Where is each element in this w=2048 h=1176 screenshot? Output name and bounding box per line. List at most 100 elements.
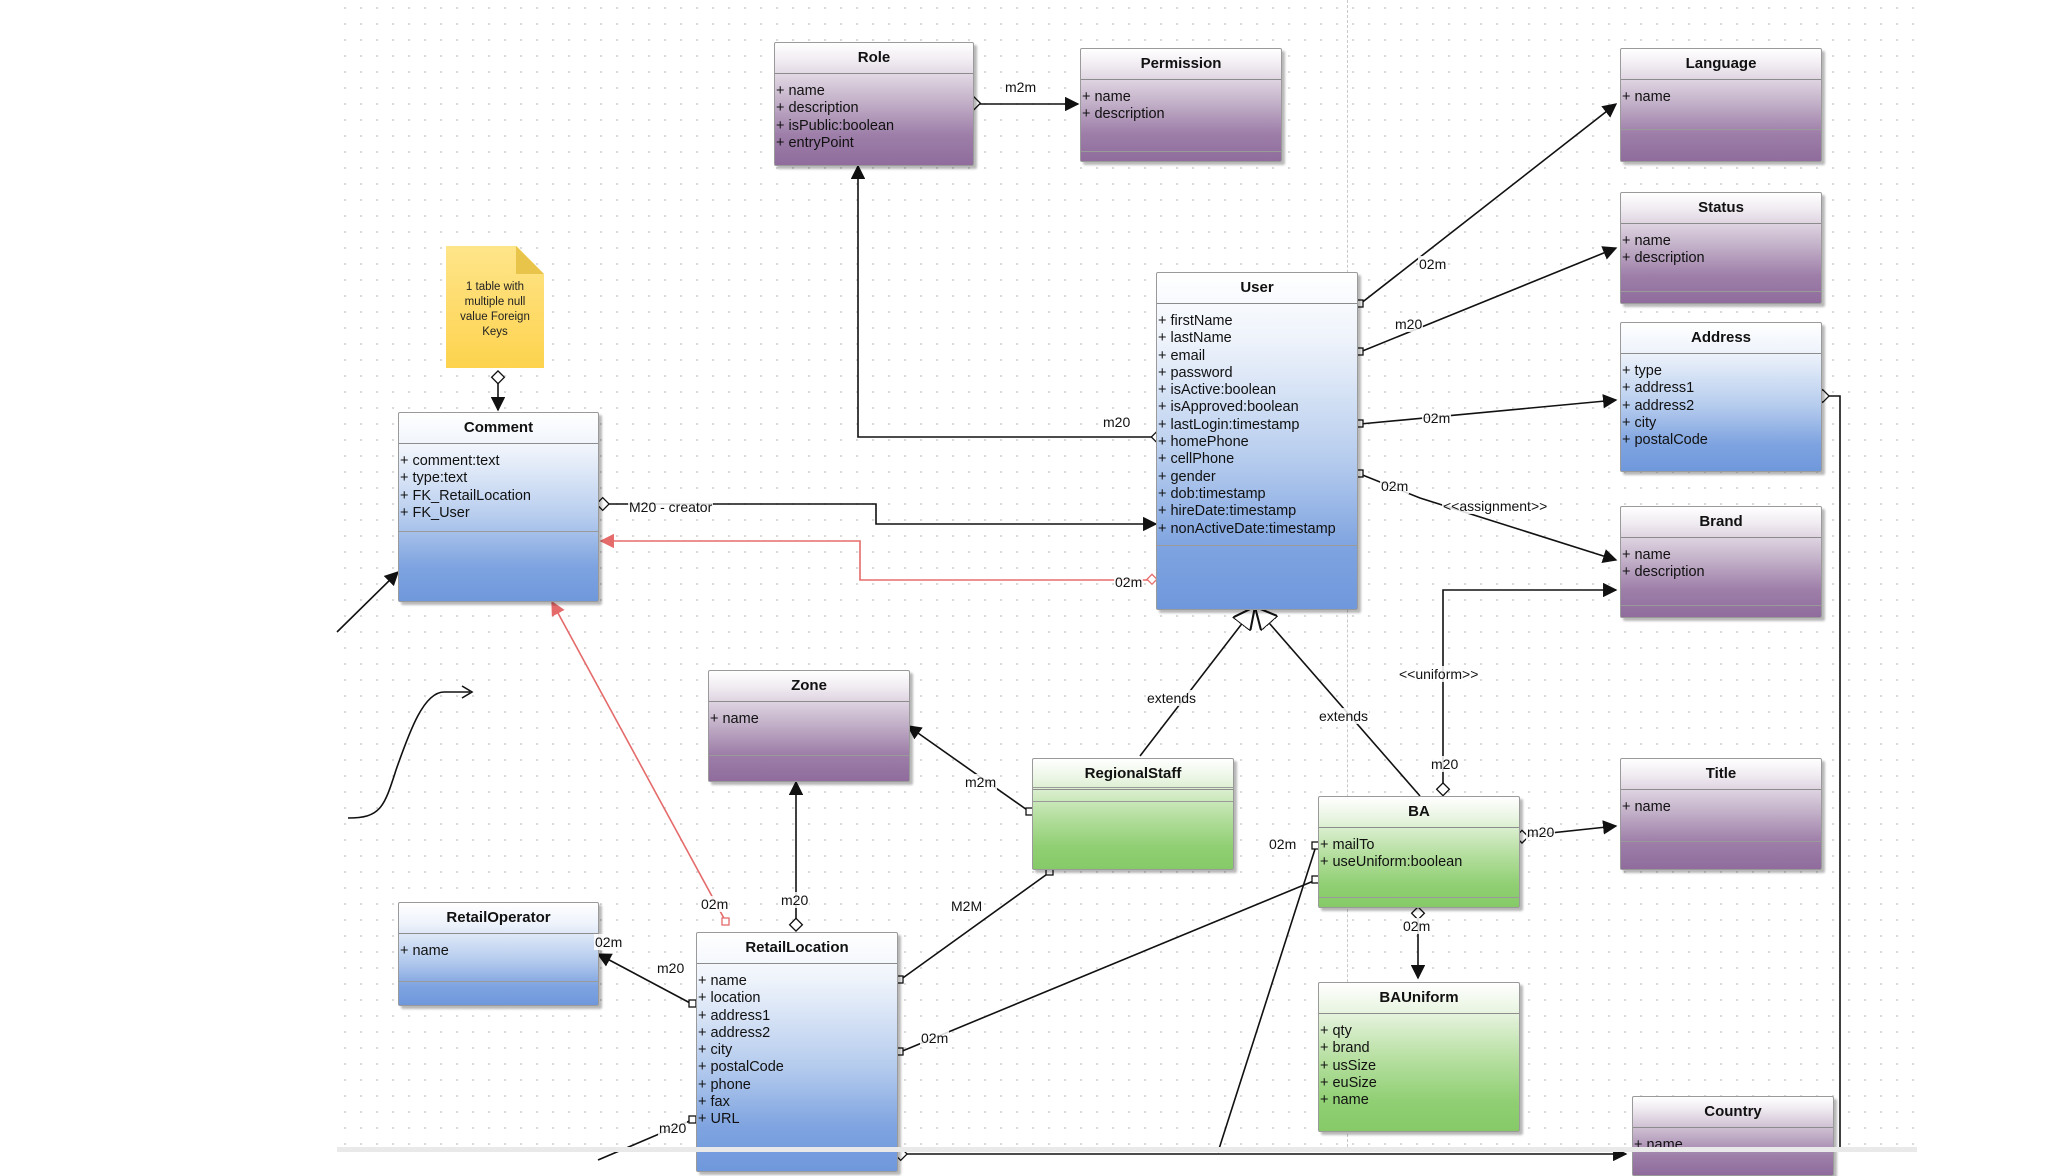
wire-retaillocation-operator [596, 953, 693, 1005]
attribute-list: + name+ description [1621, 224, 1821, 268]
wire-user-role [850, 164, 1152, 438]
class-title[interactable]: Title + name [1620, 758, 1822, 870]
class-attribute: + isApproved:boolean [1158, 399, 1299, 416]
attribute-list: + firstName+ lastName+ email+ password+ … [1157, 304, 1357, 538]
label-ba-bauniform: 02m [1402, 918, 1432, 934]
class-bauniform[interactable]: BAUniform + qty+ brand+ usSize+ euSize+ … [1318, 982, 1520, 1132]
wire-retaillocation-comment-red [551, 600, 727, 923]
class-permission[interactable]: Permission + name+ description [1080, 48, 1282, 162]
attribute-list: + name+ description [1081, 80, 1281, 124]
class-attribute: + address2 [1622, 397, 1695, 414]
wire-ba-user [1256, 608, 1421, 797]
class-title: BAUniform [1319, 983, 1519, 1014]
class-regionalstaff[interactable]: RegionalStaff [1032, 758, 1234, 870]
class-retailoperator[interactable]: RetailOperator + name [398, 902, 599, 1006]
label-ba-title: m20 [1526, 824, 1556, 840]
class-attribute: + usSize [1320, 1057, 1377, 1074]
class-attribute: + URL [698, 1111, 740, 1128]
class-attribute: + description [1622, 250, 1705, 267]
label-rs-rl: M2M [950, 898, 984, 914]
class-attribute: + isPublic:boolean [776, 117, 895, 134]
label-rs-extends: extends [1146, 690, 1198, 706]
label-role-permission: m2m [1004, 79, 1038, 95]
class-attribute: + gender [1158, 468, 1216, 485]
class-language[interactable]: Language + name [1620, 48, 1822, 162]
class-attribute: + name [1320, 1092, 1369, 1109]
class-zone[interactable]: Zone + name [708, 670, 910, 782]
class-attribute: + description [1082, 106, 1165, 123]
class-attribute: + cellPhone [1158, 451, 1235, 468]
wire-regionalstaff-zone [906, 725, 1031, 813]
class-title: RetailLocation [697, 933, 897, 964]
class-separator [1319, 897, 1519, 898]
class-separator [1033, 787, 1233, 788]
label-ba-left: 02m [1268, 836, 1298, 852]
wire-ba-brand [1442, 582, 1618, 790]
class-retaillocation[interactable]: RetailLocation + name+ location+ address… [696, 932, 898, 1172]
class-role[interactable]: Role + name+ description+ isPublic:boole… [774, 42, 974, 166]
class-separator [399, 981, 598, 982]
class-attribute: + address2 [698, 1024, 771, 1041]
class-address[interactable]: Address + type+ address1+ address2+ city… [1620, 322, 1822, 472]
label-user-language: 02m [1418, 256, 1448, 272]
class-title: User [1157, 273, 1357, 304]
class-separator [399, 531, 598, 532]
class-title: BA [1319, 797, 1519, 828]
wire-address-country [1822, 395, 1841, 1152]
class-attribute: + fax [698, 1094, 730, 1111]
wire-left-curve-head [461, 685, 474, 699]
wire-comment-user [601, 503, 1158, 532]
attribute-list: + name+ description [1621, 538, 1821, 582]
class-attribute: + postalCode [1622, 432, 1708, 449]
class-country[interactable]: Country + name [1632, 1096, 1834, 1176]
class-attribute: + description [776, 100, 859, 117]
class-attribute: + location [698, 990, 761, 1007]
wire-ba-left [1217, 845, 1317, 1153]
class-attribute: + FK_User [400, 504, 470, 521]
class-ba[interactable]: BA + mailTo+ useUniform:boolean [1318, 796, 1520, 908]
class-attribute: + brand [1320, 1040, 1370, 1057]
class-attribute: + name [1622, 799, 1671, 815]
class-separator [1621, 291, 1821, 292]
label-user-brand-mult: 02m [1380, 478, 1410, 494]
canvas-bottom-strip [337, 1147, 1917, 1152]
class-comment[interactable]: Comment + comment:text+ type:text+ FK_Re… [398, 412, 599, 602]
class-brand[interactable]: Brand + name+ description [1620, 506, 1822, 618]
class-attribute: + name [1622, 547, 1671, 563]
class-separator [1621, 841, 1821, 842]
class-attribute: + name [1622, 233, 1671, 249]
class-attribute: + comment:text [400, 453, 500, 469]
attribute-list: + name [1621, 80, 1821, 106]
class-attribute: + lastLogin:timestamp [1158, 416, 1300, 433]
class-attribute: + description [1622, 564, 1705, 581]
wire-user-address [1359, 394, 1618, 425]
label-user-comment: 02m [1114, 574, 1144, 590]
class-user[interactable]: User + firstName+ lastName+ email+ passw… [1156, 272, 1358, 610]
class-title: Status [1621, 193, 1821, 224]
label-zone-rs: m2m [964, 774, 998, 790]
class-attribute: + nonActiveDate:timestamp [1158, 520, 1336, 537]
wire-user-language [1359, 103, 1618, 305]
wire-user-comment-red [599, 533, 1152, 581]
class-attribute: + type:text [400, 470, 468, 487]
wire-left-comment [336, 570, 400, 633]
class-attribute: + useUniform:boolean [1320, 854, 1463, 871]
label-assignment: <<assignment>> [1442, 498, 1549, 514]
wire-left-curve [347, 691, 470, 819]
class-attribute: + password [1158, 364, 1233, 381]
label-comment-user: M20 - creator [628, 499, 714, 515]
attribute-list: + name [399, 934, 598, 960]
class-separator [709, 755, 909, 756]
label-ba-brand-mult: m20 [1430, 756, 1460, 772]
class-attribute: + city [698, 1042, 733, 1059]
class-attribute: + email [1158, 347, 1206, 364]
class-status[interactable]: Status + name+ description [1620, 192, 1822, 304]
class-title: Language [1621, 49, 1821, 80]
class-attribute: + FK_RetailLocation [400, 487, 531, 504]
class-attribute: + dob:timestamp [1158, 485, 1266, 502]
attribute-list [1033, 790, 1233, 799]
class-attribute: + isActive:boolean [1158, 382, 1277, 399]
class-attribute: + address1 [698, 1007, 771, 1024]
attribute-list: + mailTo+ useUniform:boolean [1319, 828, 1519, 872]
attribute-list: + qty+ brand+ usSize+ euSize+ name [1319, 1014, 1519, 1109]
